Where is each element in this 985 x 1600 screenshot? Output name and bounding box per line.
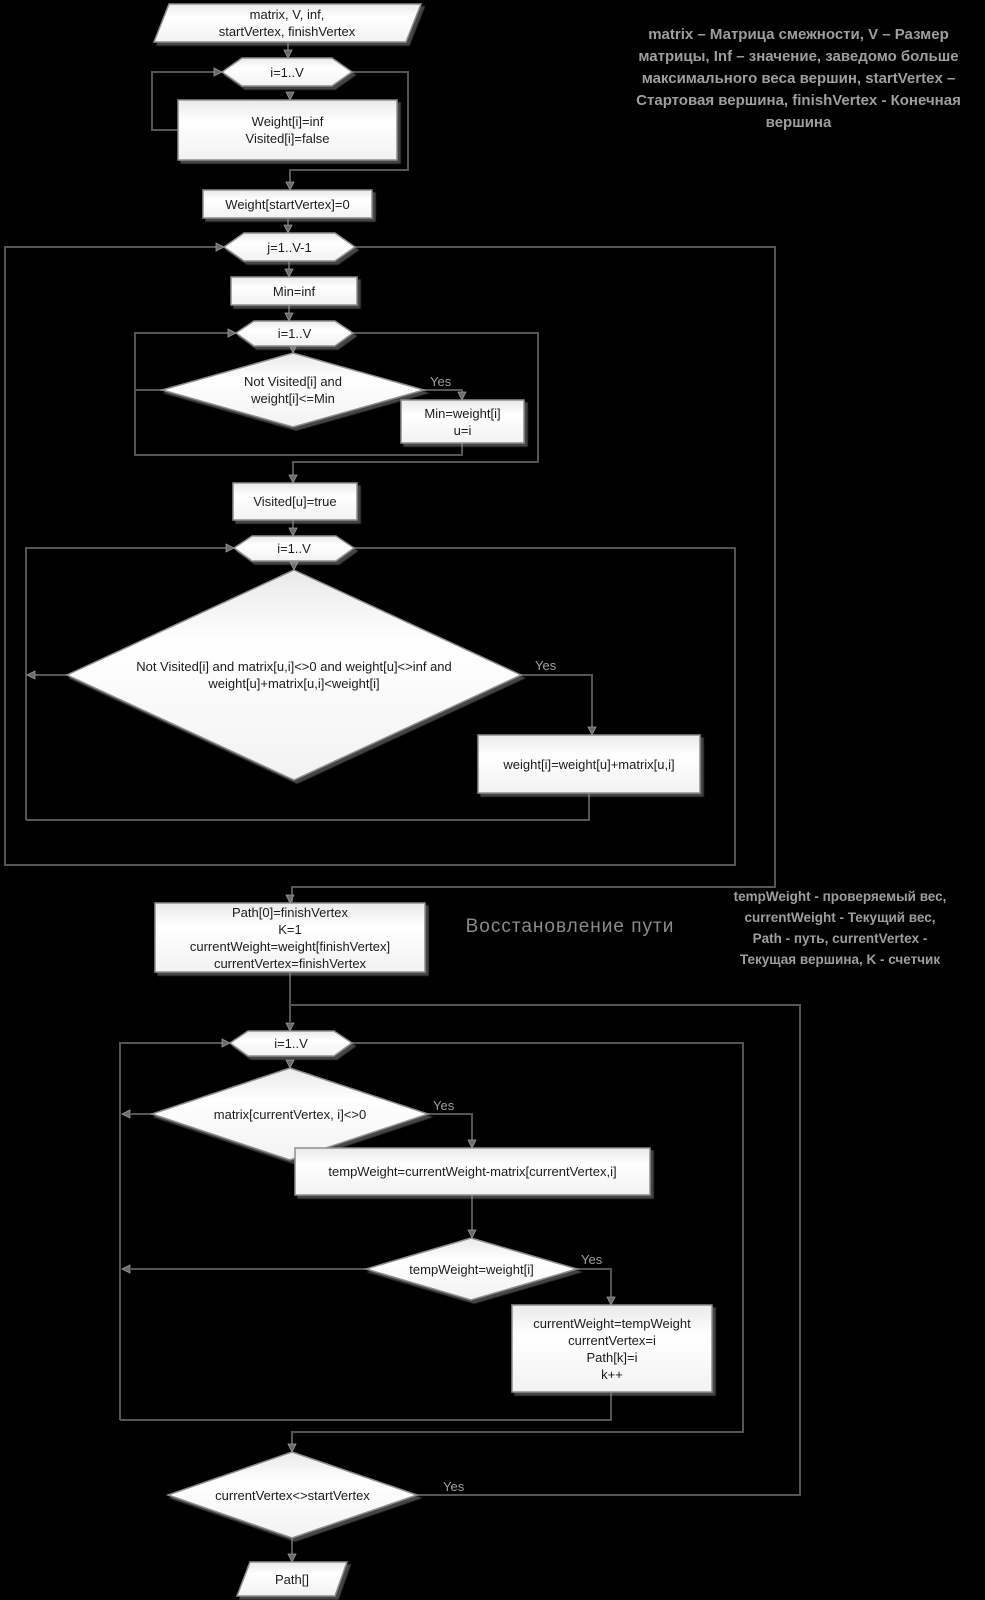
shape-loop-i-init-hexagon — [220, 57, 354, 87]
arrowhead-down — [285, 181, 295, 191]
arrowhead-right — [221, 1038, 231, 1048]
connector — [134, 332, 235, 391]
arrowhead-down — [287, 1553, 297, 1563]
shape-set-start-weight-box — [202, 189, 373, 219]
shape-output-path-parallelogram — [235, 1561, 349, 1597]
arrowhead-down — [284, 312, 294, 322]
connector — [25, 547, 233, 820]
shape-input-parallelogram — [152, 3, 423, 43]
connector — [26, 793, 590, 821]
connector — [151, 71, 221, 131]
arrowhead-down — [288, 527, 298, 537]
shape-check-edge-diamond — [149, 1067, 431, 1161]
arrowhead-right — [213, 67, 223, 77]
arrowhead-down — [606, 1296, 616, 1306]
arrowhead-down — [587, 726, 597, 736]
connector — [577, 1268, 612, 1297]
arrowhead-right — [227, 328, 237, 338]
shape-check-relax-diamond — [65, 569, 523, 781]
connector — [119, 1042, 229, 1420]
arrowhead-down — [467, 1229, 477, 1239]
connector-lines — [4, 42, 801, 1554]
flowchart-shapes — [65, 3, 713, 1597]
connector — [291, 1042, 744, 1444]
arrowhead-down — [285, 91, 295, 101]
arrowhead-down — [287, 1443, 297, 1453]
arrowhead-down — [284, 268, 294, 278]
shape-loop-i-find-min-hexagon — [234, 320, 355, 347]
shape-loop-i-path-hexagon — [228, 1030, 354, 1057]
connector — [292, 332, 539, 482]
arrowhead-left — [121, 1109, 131, 1119]
connector — [289, 71, 409, 189]
arrowhead-right — [225, 543, 235, 553]
arrowheads — [26, 49, 616, 1563]
shape-loop-j-hexagon — [222, 232, 357, 262]
shape-loop-i-relax-hexagon — [232, 535, 356, 562]
connector — [4, 246, 736, 866]
arrowhead-down — [283, 224, 293, 234]
arrowhead-down — [289, 561, 299, 571]
arrowhead-down — [283, 49, 293, 59]
connector — [291, 246, 776, 902]
shape-mark-visited-box — [232, 482, 358, 521]
arrowhead-down — [467, 1139, 477, 1149]
shape-temp-weight-box — [294, 1147, 651, 1196]
shape-set-min-box — [400, 399, 525, 444]
arrowhead-left — [121, 1264, 131, 1274]
arrowhead-down — [285, 1059, 295, 1069]
shape-relax-box — [477, 734, 701, 794]
shape-check-min-diamond — [159, 352, 427, 428]
arrowhead-down — [288, 474, 298, 484]
shape-min-inf-box — [230, 276, 358, 306]
connector — [521, 674, 593, 728]
connector — [424, 389, 463, 399]
shape-check-temp-diamond — [363, 1237, 580, 1301]
arrowhead-left — [26, 670, 36, 680]
connector — [290, 1004, 801, 1496]
shape-init-arrays-box — [177, 99, 398, 161]
arrowhead-down — [285, 894, 295, 904]
shape-update-current-box — [511, 1304, 713, 1393]
shape-path-init-box — [154, 902, 426, 973]
connector — [134, 390, 463, 456]
arrowhead-right — [215, 242, 225, 252]
shape-check-reached-start-diamond — [165, 1451, 420, 1539]
connector — [120, 1392, 612, 1421]
arrowhead-down — [285, 1022, 295, 1032]
connector — [428, 1113, 473, 1140]
arrowhead-down — [457, 391, 467, 401]
